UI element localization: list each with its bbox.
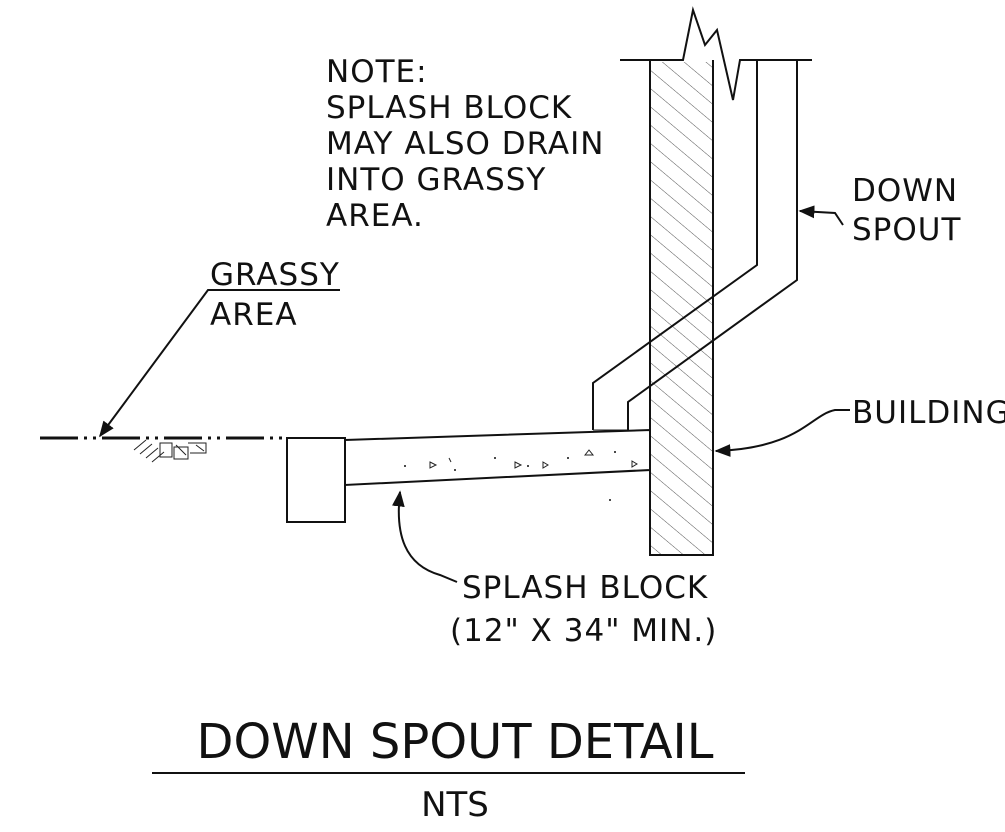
building-label: BUILDING [852,395,1005,431]
note-line-5: AREA. [326,198,424,234]
note-text: NOTE: SPLASH BLOCK MAY ALSO DRAIN INTO G… [326,54,604,234]
note-line-3: MAY ALSO DRAIN [326,126,604,162]
down-spout-label-1: DOWN [852,173,958,209]
note-line-4: INTO GRASSY [326,162,546,198]
splash-block-label-2: (12" X 34" MIN.) [450,613,717,649]
scale-note: NTS [421,785,489,825]
grassy-area-label-2: AREA [210,297,298,333]
splash-block-label-1: SPLASH BLOCK [462,570,708,606]
leaders [99,205,850,583]
drawing-title: DOWN SPOUT DETAIL [197,714,714,770]
grassy-area-label-1: GRASSY [210,257,340,293]
note-line-2: SPLASH BLOCK [326,90,572,126]
down-spout-label-2: SPOUT [852,212,961,248]
note-line-1: NOTE: [326,54,428,90]
earth-symbol [133,439,207,463]
splash-block [286,428,651,523]
building-wall [620,6,812,556]
